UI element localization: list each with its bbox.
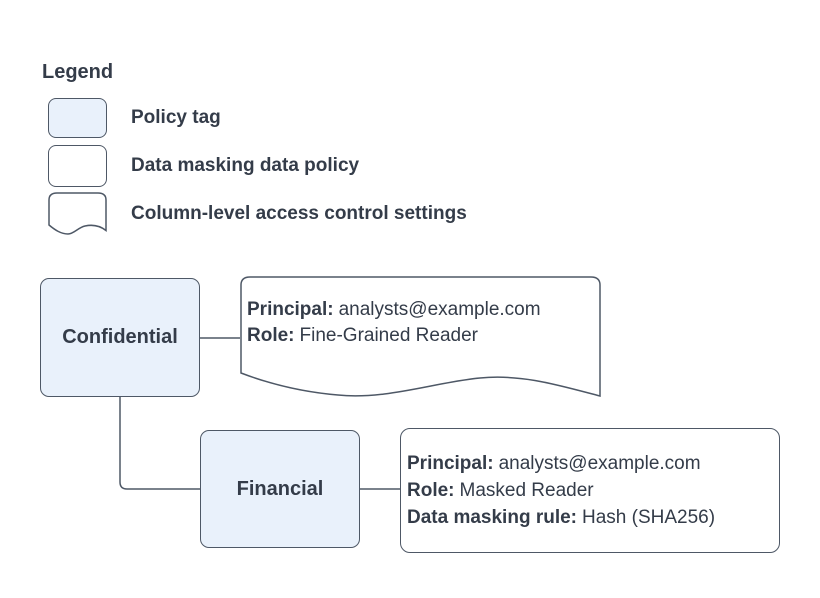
role-value: Masked Reader: [459, 480, 594, 501]
masking-rule-line: Data masking rule:Hash (SHA256): [407, 504, 779, 531]
policy-tag-confidential: Confidential: [40, 278, 200, 397]
policy-tag-financial-label: Financial: [236, 477, 324, 500]
role-label: Role:: [407, 480, 455, 501]
data-masking-policy-swatch-icon: [48, 145, 107, 187]
role-label: Role:: [247, 325, 295, 346]
access-control-note-text: Principal:analysts@example.com Role:Fine…: [247, 297, 541, 349]
policy-tag-confidential-label: Confidential: [62, 326, 178, 348]
masking-rule-label: Data masking rule:: [407, 507, 577, 528]
principal-label: Principal:: [407, 453, 494, 474]
role-line: Role:Fine-Grained Reader: [247, 323, 541, 349]
legend-item-policy-tag: Policy tag: [131, 107, 221, 128]
principal-value: analysts@example.com: [498, 453, 701, 474]
legend-title: Legend: [42, 61, 114, 83]
access-control-note-shape: [240, 276, 601, 397]
access-control-note: Principal:analysts@example.com Role:Fine…: [240, 276, 601, 400]
legend-item-access-control: Column-level access control settings: [131, 203, 467, 224]
connector-confidential-to-financial: [119, 397, 200, 490]
legend-item-data-masking-policy: Data masking data policy: [131, 155, 360, 176]
principal-line: Principal:analysts@example.com: [247, 297, 541, 323]
policy-tag-financial: Financial: [200, 430, 360, 548]
masking-rule-value: Hash (SHA256): [582, 507, 716, 528]
role-value: Fine-Grained Reader: [299, 325, 478, 346]
role-line: Role:Masked Reader: [407, 477, 779, 504]
principal-line: Principal:analysts@example.com: [407, 450, 779, 477]
masking-policy-note: Principal:analysts@example.com Role:Mask…: [400, 428, 780, 553]
principal-label: Principal:: [247, 299, 334, 320]
policy-tag-swatch-icon: [48, 98, 107, 138]
access-control-swatch-icon: [48, 192, 107, 235]
principal-value: analysts@example.com: [338, 299, 541, 320]
